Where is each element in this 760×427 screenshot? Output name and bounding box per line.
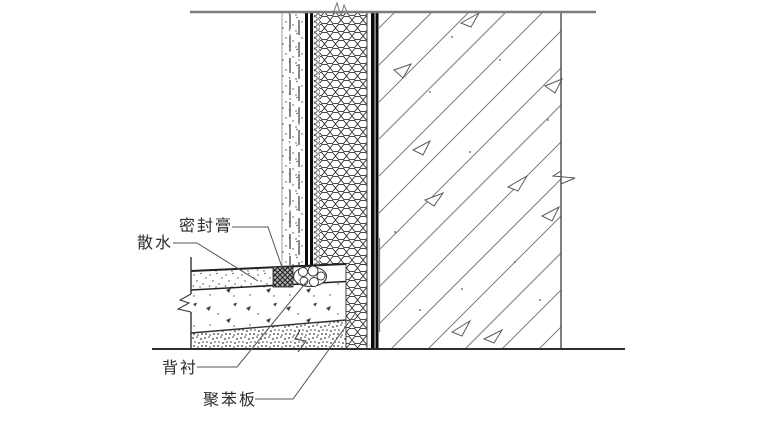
break-mark — [294, 329, 307, 353]
break-mark — [332, 1, 348, 18]
break-mark — [551, 170, 576, 185]
datum-lines — [152, 1, 625, 353]
apron-surface-line — [190, 263, 347, 272]
apron-cushion-layer — [191, 320, 346, 348]
polystyrene-leader — [255, 310, 358, 400]
adhesive-scallop-layer — [314, 12, 320, 265]
insulation-below-grade — [345, 264, 368, 348]
backing-leader — [197, 279, 309, 368]
apron-label: 散水 — [137, 233, 173, 252]
apron-leader — [173, 242, 259, 282]
plaster-layer — [282, 12, 305, 266]
backing-label: 背衬 — [162, 358, 198, 377]
wall-finish-layers — [281, 12, 379, 348]
polystyrene-label: 聚苯板 — [203, 390, 257, 409]
concrete-dot-marks — [394, 36, 549, 311]
apron-concrete-layer — [191, 281, 346, 333]
backing-rod — [292, 265, 328, 288]
insulation-board-lower — [346, 264, 367, 348]
apron-top-layer — [191, 267, 273, 290]
insulation-board-upper — [320, 12, 367, 265]
sealant-label: 密封膏 — [179, 216, 233, 235]
black-band-hairline — [374, 12, 376, 348]
break-mark — [176, 293, 192, 313]
concrete-wall-hatch — [379, 12, 561, 349]
concrete-triangle-marks — [393, 11, 564, 344]
apron-layer-boundary — [190, 319, 347, 334]
sealant-leader — [232, 226, 285, 274]
apron-assembly — [176, 257, 347, 348]
concrete-wall — [379, 11, 576, 349]
leader-lines — [173, 226, 358, 400]
